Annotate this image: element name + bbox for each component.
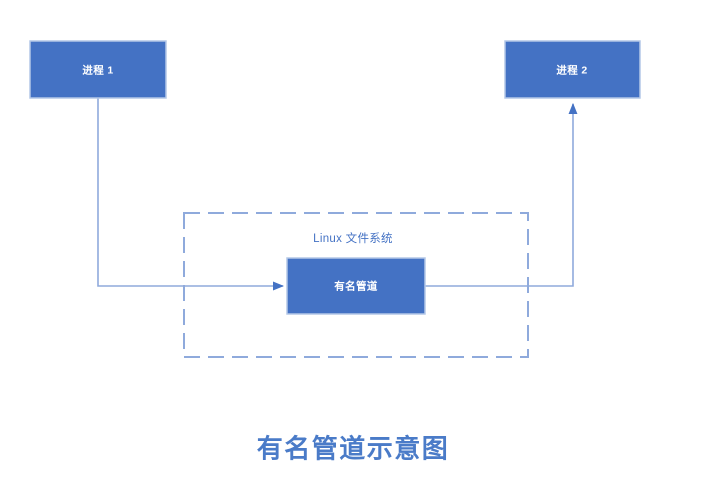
linux-filesystem-region [183, 212, 529, 358]
connector-process1-to-pipe [97, 98, 285, 291]
node-box-process-1[interactable] [29, 40, 167, 99]
region-label-linux-filesystem: Linux 文件系统 [313, 233, 393, 245]
figure-title: 有名管道示意图 [256, 433, 450, 464]
node-box-named-pipe[interactable] [286, 257, 426, 315]
node-box-process-2[interactable] [504, 40, 641, 99]
connector-pipe-to-process2 [425, 102, 578, 287]
